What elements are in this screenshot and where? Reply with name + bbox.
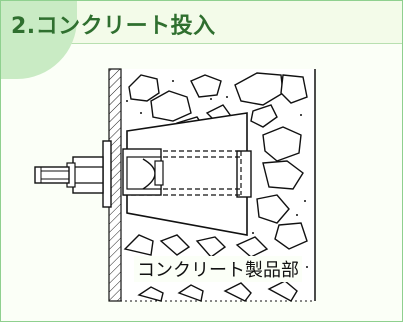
bolt-shaft bbox=[34, 166, 70, 184]
stone bbox=[150, 90, 192, 122]
stone bbox=[177, 284, 204, 302]
stone bbox=[256, 194, 290, 224]
stone bbox=[159, 234, 191, 256]
stone bbox=[267, 280, 298, 302]
formwork-plate bbox=[102, 140, 112, 208]
stone bbox=[223, 282, 252, 302]
concrete-product-label: コンクリート製品部 bbox=[134, 256, 302, 282]
stone bbox=[190, 74, 222, 98]
inner-washer bbox=[154, 160, 164, 186]
stone bbox=[128, 74, 160, 102]
stone bbox=[250, 104, 278, 128]
header-bar: 2.コンクリート投入 bbox=[1, 1, 402, 79]
outer-nut bbox=[72, 156, 104, 194]
stone bbox=[274, 222, 308, 250]
page-title: 2.コンクリート投入 bbox=[11, 14, 216, 39]
stone bbox=[235, 236, 269, 258]
stone bbox=[123, 234, 154, 256]
aggregate-stones bbox=[123, 72, 308, 302]
stone bbox=[280, 74, 308, 104]
stone bbox=[262, 126, 302, 162]
stone bbox=[262, 160, 304, 190]
insert-end-cap bbox=[236, 150, 252, 198]
stone bbox=[195, 236, 227, 258]
stone bbox=[137, 286, 164, 302]
